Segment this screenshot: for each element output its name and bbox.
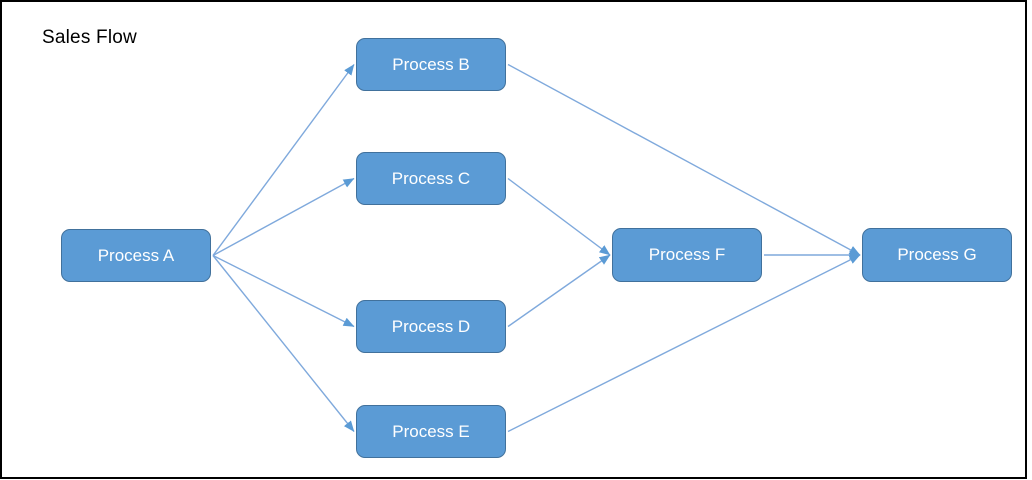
node-process-a[interactable]: Process A	[61, 229, 211, 282]
edge-c-f	[507, 177, 611, 256]
edge-a-d	[212, 254, 355, 328]
edge-d-f	[507, 254, 611, 328]
edge-b-g	[507, 63, 861, 256]
edge-a-b	[212, 64, 355, 256]
node-process-e[interactable]: Process E	[356, 405, 506, 458]
node-process-b[interactable]: Process B	[356, 38, 506, 91]
node-process-d[interactable]: Process D	[356, 300, 506, 353]
diagram-title: Sales Flow	[42, 27, 137, 48]
edge-a-c	[212, 177, 355, 257]
node-process-f[interactable]: Process F	[612, 228, 762, 282]
node-process-c[interactable]: Process C	[356, 152, 506, 205]
node-process-g[interactable]: Process G	[862, 228, 1012, 282]
edges-group	[212, 63, 861, 433]
edge-e-g	[507, 254, 861, 433]
edge-a-e	[212, 255, 355, 432]
